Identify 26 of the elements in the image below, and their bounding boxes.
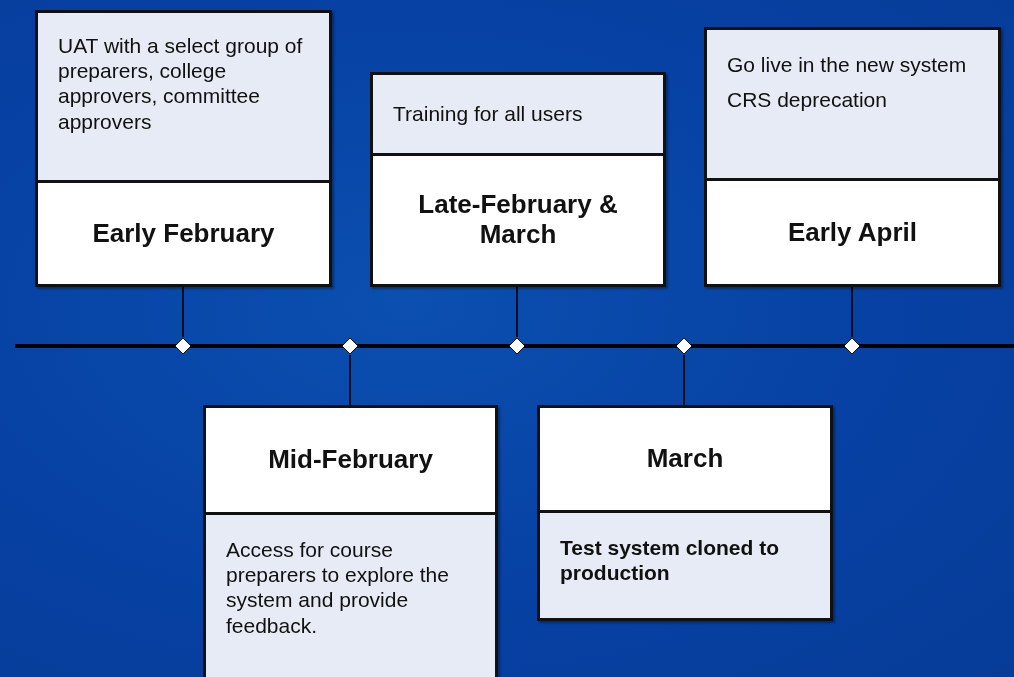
diamond-marker bbox=[341, 337, 359, 355]
diamond-marker bbox=[508, 337, 526, 355]
timeline-card bbox=[35, 10, 332, 287]
connector-line bbox=[349, 354, 351, 406]
description-text: Go live in the new system bbox=[727, 52, 968, 78]
connector-line bbox=[182, 286, 184, 338]
date-label: Early April bbox=[707, 178, 998, 284]
connector-line bbox=[516, 286, 518, 338]
timeline-card bbox=[370, 72, 666, 287]
description-text: Training for all users bbox=[393, 101, 584, 127]
timeline-card bbox=[704, 27, 1001, 287]
date-label: Early February bbox=[38, 180, 329, 284]
diamond-marker bbox=[174, 337, 192, 355]
timeline-card bbox=[537, 405, 833, 621]
description-text: Access for course preparers to explore the system and provide feedback. bbox=[226, 537, 450, 638]
diamond-marker bbox=[675, 337, 693, 355]
description-text: UAT with a select group of preparers, college approvers, committee approvers bbox=[58, 33, 304, 134]
date-label: Mid-February bbox=[206, 408, 495, 515]
diamond-marker bbox=[843, 337, 861, 355]
description-text: Test system cloned to production bbox=[560, 535, 780, 586]
date-label: March bbox=[540, 408, 830, 513]
timeline-card bbox=[203, 405, 498, 677]
connector-line bbox=[851, 286, 853, 338]
date-label: Late-February & March bbox=[373, 153, 663, 284]
description-text: CRS deprecation bbox=[727, 87, 888, 113]
connector-line bbox=[683, 354, 685, 406]
